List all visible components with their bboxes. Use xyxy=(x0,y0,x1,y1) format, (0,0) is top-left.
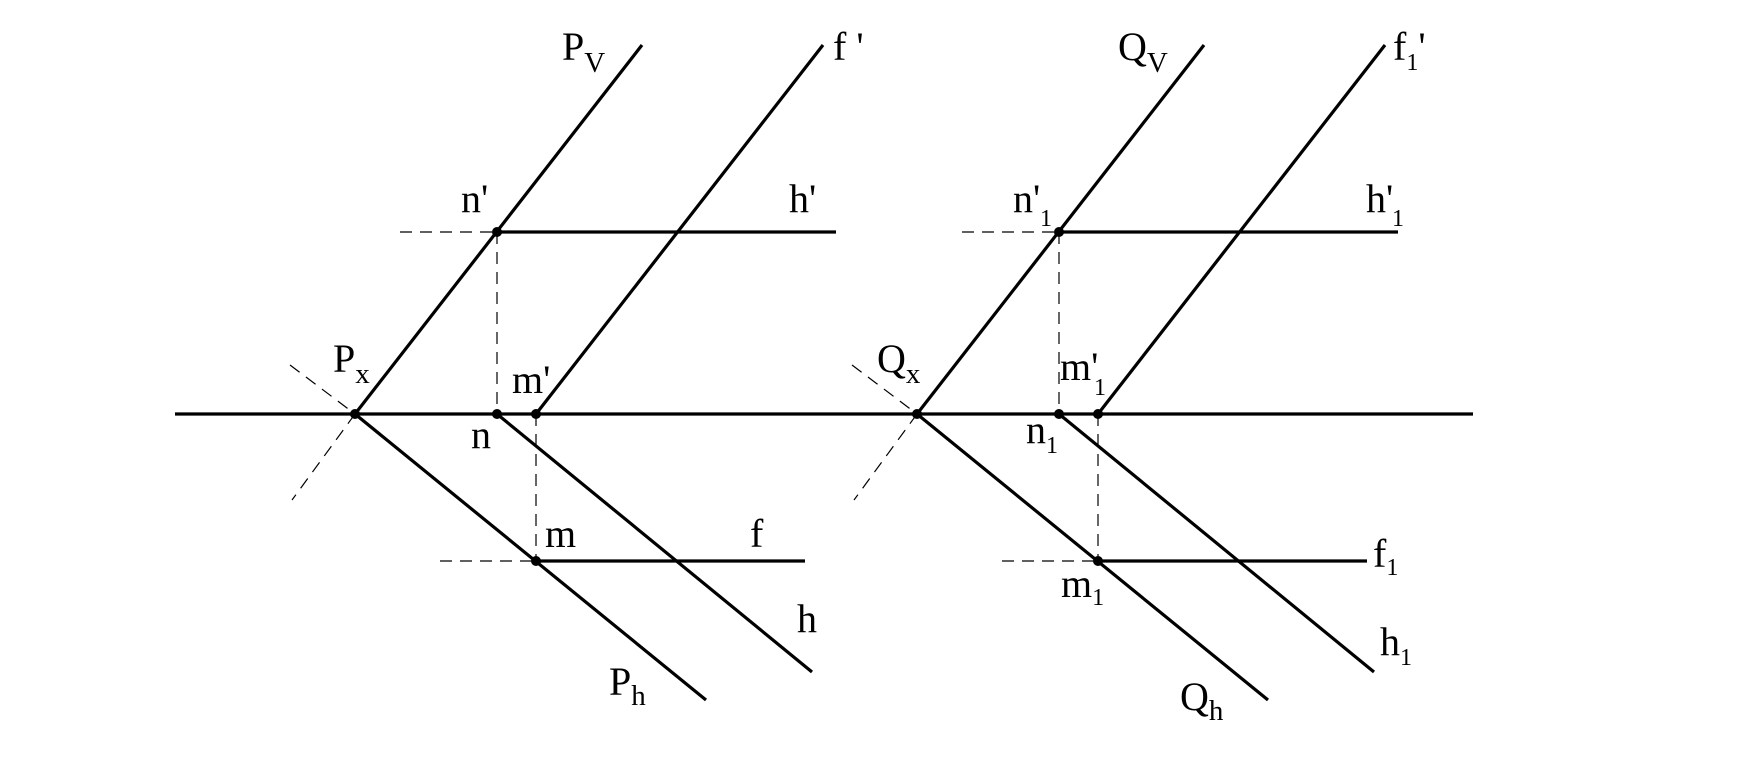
label-qh: Qh xyxy=(1180,674,1224,727)
horizontal-h1-line xyxy=(1057,412,1376,674)
label-f-prime: f ' xyxy=(833,24,864,69)
trace-ph-line xyxy=(353,412,708,702)
label-f1-prime: f1' xyxy=(1393,24,1426,76)
label-h1p-prime: ' xyxy=(1386,176,1393,221)
point-m1 xyxy=(1093,556,1103,566)
label-h1-main: h xyxy=(1380,619,1400,664)
label-ph: Ph xyxy=(609,659,646,712)
frontal-f-prime-line xyxy=(534,44,825,415)
label-ph-main: P xyxy=(609,659,631,704)
point-px xyxy=(350,409,360,419)
label-qv: QV xyxy=(1118,24,1168,79)
point-m1-prime xyxy=(1093,409,1103,419)
point-n-prime xyxy=(492,227,502,237)
label-m: m xyxy=(545,511,576,556)
horizontal-h-line xyxy=(495,412,814,674)
label-f1-main: f xyxy=(1373,531,1387,576)
label-n1p-main: n xyxy=(1013,176,1033,221)
label-h-prime: h' xyxy=(789,176,816,221)
label-f1: f1 xyxy=(1373,531,1398,581)
label-px-sub: x xyxy=(355,358,370,390)
label-ph-sub: h xyxy=(631,680,646,712)
right-figure-plane-q: QV f1' n' 1 h' 1 Qx m' 1 n1 f1 m1 h1 xyxy=(851,24,1426,727)
label-m1p-main: m xyxy=(1060,344,1091,389)
label-n1: n1 xyxy=(1026,407,1058,459)
label-pv-main: P xyxy=(562,24,584,69)
point-m-prime xyxy=(531,409,541,419)
construction-dash-px-lower xyxy=(291,413,356,501)
label-n1-prime-sub: 1 xyxy=(1040,206,1052,232)
construction-dash-qx-upper xyxy=(851,364,918,415)
label-m1-main: m xyxy=(1061,561,1092,606)
label-m1-prime: m' xyxy=(1060,344,1098,389)
label-n1-main: n xyxy=(1026,407,1046,452)
label-qx-sub: x xyxy=(906,358,921,390)
label-h1-prime-sub: 1 xyxy=(1392,206,1404,232)
point-qx xyxy=(912,409,922,419)
label-px-main: P xyxy=(333,336,355,381)
label-qv-main: Q xyxy=(1118,24,1147,69)
trace-qh-line xyxy=(915,412,1270,702)
label-qh-sub: h xyxy=(1209,695,1224,727)
construction-dash-px-upper xyxy=(289,364,356,415)
label-m-prime: m' xyxy=(512,357,550,402)
label-n-prime: n' xyxy=(461,176,488,221)
label-h1p-main: h xyxy=(1366,176,1386,221)
label-f1-sub: 1 xyxy=(1386,555,1398,581)
label-n1-prime: n' xyxy=(1013,176,1040,221)
label-qv-sub: V xyxy=(1147,47,1168,79)
point-n1-prime xyxy=(1054,227,1064,237)
label-h: h xyxy=(797,596,817,641)
label-n1-sub: 1 xyxy=(1046,433,1058,459)
label-m1-prime-sub: 1 xyxy=(1094,375,1106,401)
label-m1p-prime: ' xyxy=(1091,344,1098,389)
label-h1: h1 xyxy=(1380,619,1412,671)
label-h1-prime: h' xyxy=(1366,176,1393,221)
label-pv: PV xyxy=(562,24,605,79)
point-n xyxy=(492,409,502,419)
label-f1p-sub: 1 xyxy=(1406,50,1418,76)
label-px: Px xyxy=(333,336,370,390)
label-pv-sub: V xyxy=(584,47,605,79)
label-h1-sub: 1 xyxy=(1400,645,1412,671)
label-f1p-main: f xyxy=(1393,24,1407,69)
frontal-f1-prime-line xyxy=(1096,44,1387,415)
point-m xyxy=(531,556,541,566)
label-n: n xyxy=(471,412,491,457)
label-f1p-prime: ' xyxy=(1418,24,1425,69)
point-n1 xyxy=(1054,409,1064,419)
label-qx-main: Q xyxy=(877,336,906,381)
label-m1: m1 xyxy=(1061,561,1104,611)
label-m1-sub: 1 xyxy=(1092,585,1104,611)
label-qx: Qx xyxy=(877,336,921,390)
label-n1p-prime: ' xyxy=(1033,176,1040,221)
construction-dash-qx-lower xyxy=(853,413,918,501)
label-qh-main: Q xyxy=(1180,674,1209,719)
left-figure-plane-p: PV f ' n' h' Px m' n m f h Ph xyxy=(289,24,864,712)
label-f: f xyxy=(750,511,764,556)
